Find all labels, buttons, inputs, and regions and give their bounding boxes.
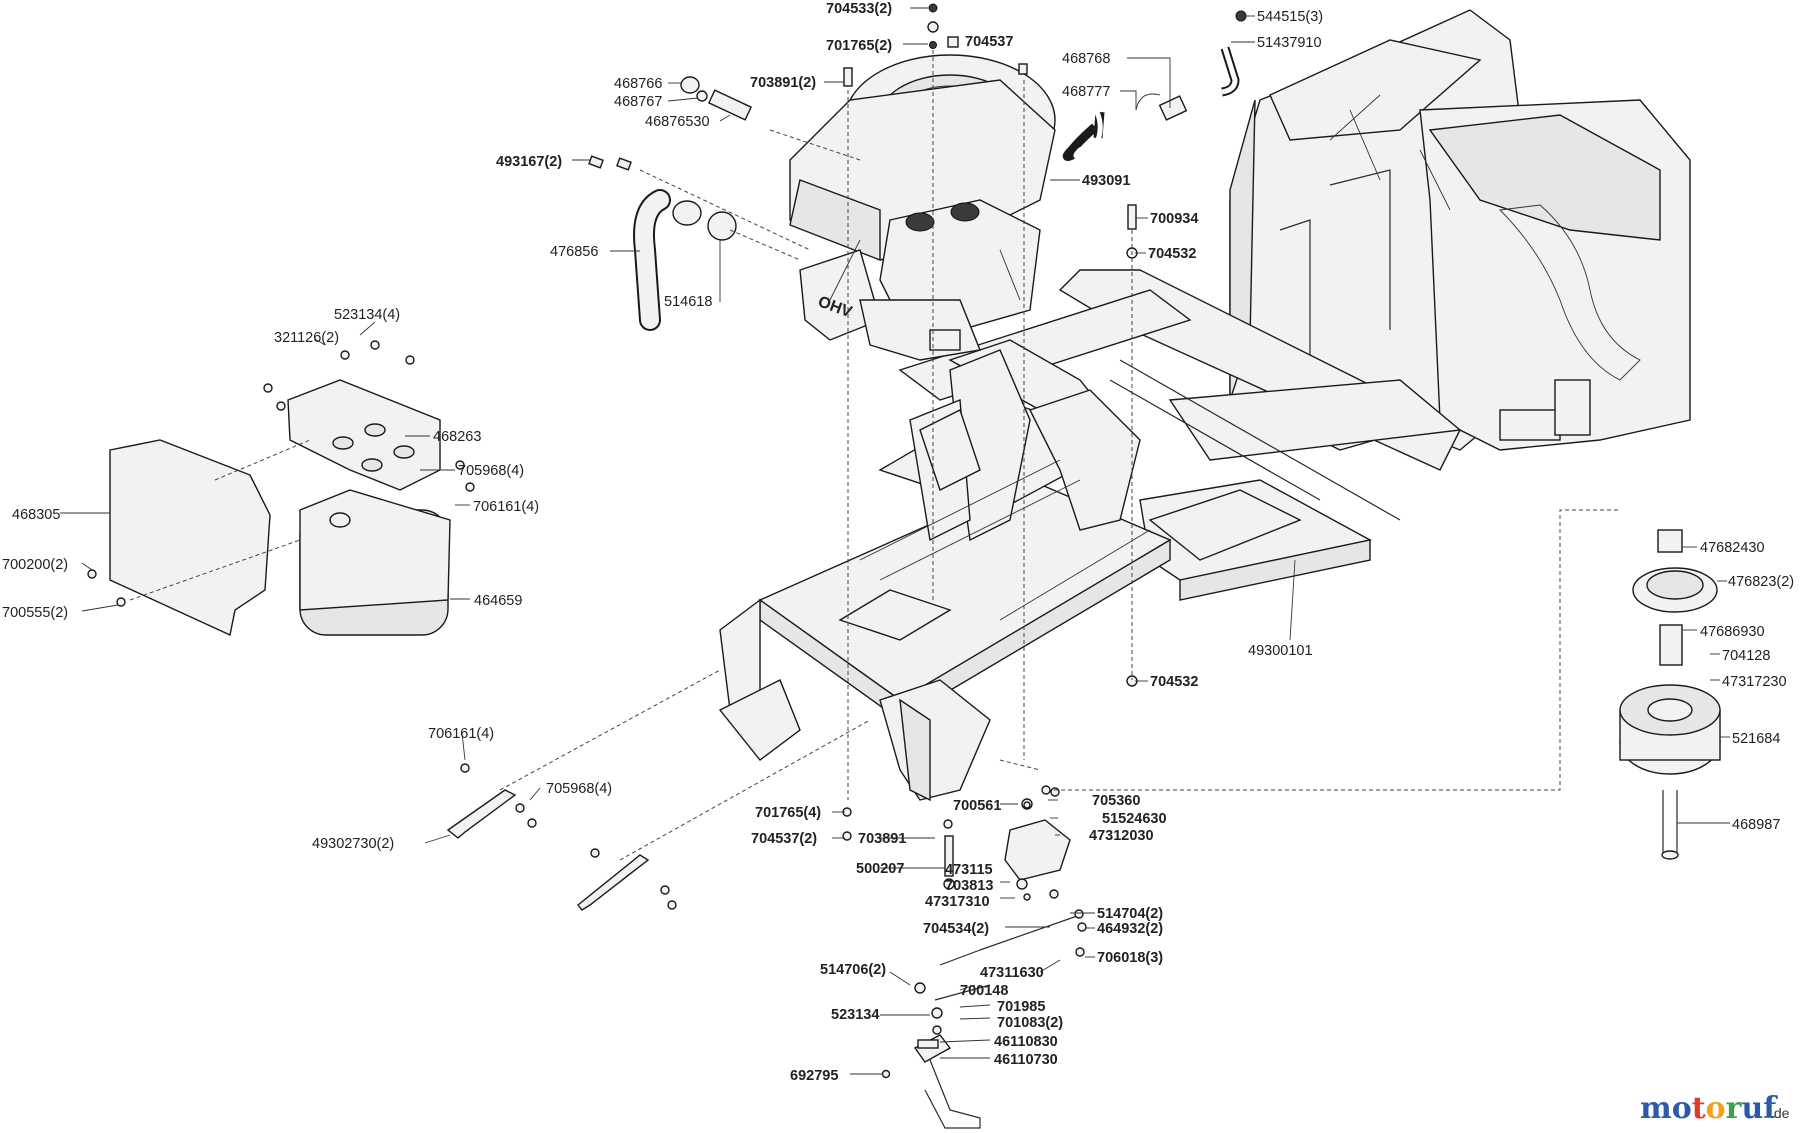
label-49300101: 49300101 [1248, 643, 1313, 659]
label-700934: 700934 [1150, 211, 1198, 227]
breather-hoses [1062, 46, 1240, 161]
watermark-char-0: m [1640, 1091, 1672, 1126]
label-47686930: 47686930 [1700, 624, 1765, 640]
label-704537: 704537 [965, 34, 1013, 50]
label-51524630: 51524630 [1102, 811, 1167, 827]
label-700200-2: 700200(2) [2, 557, 68, 573]
label-704532-top: 704532 [1148, 246, 1196, 262]
label-704534-2: 704534(2) [923, 921, 989, 937]
label-705968-4-top: 705968(4) [458, 463, 524, 479]
label-47312030: 47312030 [1089, 828, 1154, 844]
watermark-char-3: o [1706, 1091, 1726, 1126]
label-493091: 493091 [1082, 173, 1130, 189]
label-703891: 703891 [858, 831, 906, 847]
rear-body-housing [1229, 9, 1691, 451]
label-706161-4-low: 706161(4) [428, 726, 494, 742]
watermark-char-6: f [1763, 1091, 1778, 1126]
label-46876530: 46876530 [645, 114, 710, 130]
air-intake-tube [633, 189, 737, 331]
label-514618: 514618 [664, 294, 712, 310]
clutch-stack [1619, 529, 1721, 860]
label-523134-4: 523134(4) [334, 307, 400, 323]
label-701765-4: 701765(4) [755, 805, 821, 821]
label-521684: 521684 [1732, 731, 1780, 747]
assembly-lines [129, 50, 1620, 861]
watermark-suffix: .de [1770, 1105, 1790, 1121]
label-701985: 701985 [997, 999, 1045, 1015]
label-692795: 692795 [790, 1068, 838, 1084]
label-46110830: 46110830 [994, 1034, 1058, 1050]
label-706018-3: 706018(3) [1097, 950, 1163, 966]
label-51437910: 51437910 [1257, 35, 1322, 51]
label-701765-2: 701765(2) [826, 38, 892, 54]
fastener-hardware [87, 3, 1247, 1079]
label-46110730: 46110730 [994, 1052, 1058, 1068]
label-468987: 468987 [1732, 817, 1780, 833]
label-514706-2: 514706(2) [820, 962, 886, 978]
label-321126-2: 321126(2) [274, 330, 339, 346]
label-49302730-2: 49302730(2) [312, 836, 394, 852]
label-706161-4-top: 706161(4) [473, 499, 539, 515]
label-704532-mid: 704532 [1150, 674, 1198, 690]
mount-brackets [446, 789, 650, 911]
label-468767: 468767 [614, 94, 662, 110]
label-464659: 464659 [474, 593, 522, 609]
watermark-char-2: t [1692, 1091, 1706, 1126]
label-705360: 705360 [1092, 793, 1140, 809]
motoruf-watermark: motoruf .de [1640, 1091, 1790, 1126]
engine-assembly: OHV [789, 54, 1056, 361]
label-703813: 703813 [945, 878, 993, 894]
label-476823-2: 476823(2) [1728, 574, 1794, 590]
label-705968-4-low: 705968(4) [546, 781, 612, 797]
label-704533-2: 704533(2) [826, 1, 892, 17]
label-47317230: 47317230 [1722, 674, 1787, 690]
watermark-char-5: u [1741, 1091, 1763, 1126]
label-523134: 523134 [831, 1007, 879, 1023]
label-468263: 468263 [433, 429, 481, 445]
label-704128: 704128 [1722, 648, 1770, 664]
label-468766: 468766 [614, 76, 662, 92]
label-701083-2: 701083(2) [997, 1015, 1063, 1031]
part-labels: 704533(2) 701765(2) 704537 544515(3) 514… [2, 1, 1794, 1084]
label-47311630: 47311630 [980, 965, 1044, 981]
label-468305: 468305 [12, 507, 60, 523]
label-704537-2: 704537(2) [751, 831, 817, 847]
label-493167-2: 493167(2) [496, 154, 562, 170]
label-47682430: 47682430 [1700, 540, 1765, 556]
svg-text:motoruf: motoruf [1640, 1091, 1778, 1126]
chassis-deck-plate [718, 339, 1302, 802]
leader-lines [60, 7, 1730, 1075]
label-700148: 700148 [960, 983, 1008, 999]
watermark-char-4: r [1726, 1091, 1743, 1126]
label-700555-2: 700555(2) [2, 605, 68, 621]
label-500207: 500207 [856, 861, 904, 877]
label-468777: 468777 [1062, 84, 1110, 100]
label-544515-3: 544515(3) [1257, 9, 1323, 25]
muffler-assembly [109, 379, 451, 637]
label-47317310: 47317310 [925, 894, 990, 910]
label-473115: 473115 [945, 862, 993, 878]
watermark-char-1: o [1672, 1091, 1692, 1126]
label-514704-2: 514704(2) [1097, 906, 1163, 922]
label-700561: 700561 [953, 798, 1001, 814]
label-464932-2: 464932(2) [1097, 921, 1163, 937]
label-476856: 476856 [550, 244, 598, 260]
label-703891-2: 703891(2) [750, 75, 816, 91]
label-468768: 468768 [1062, 51, 1110, 67]
